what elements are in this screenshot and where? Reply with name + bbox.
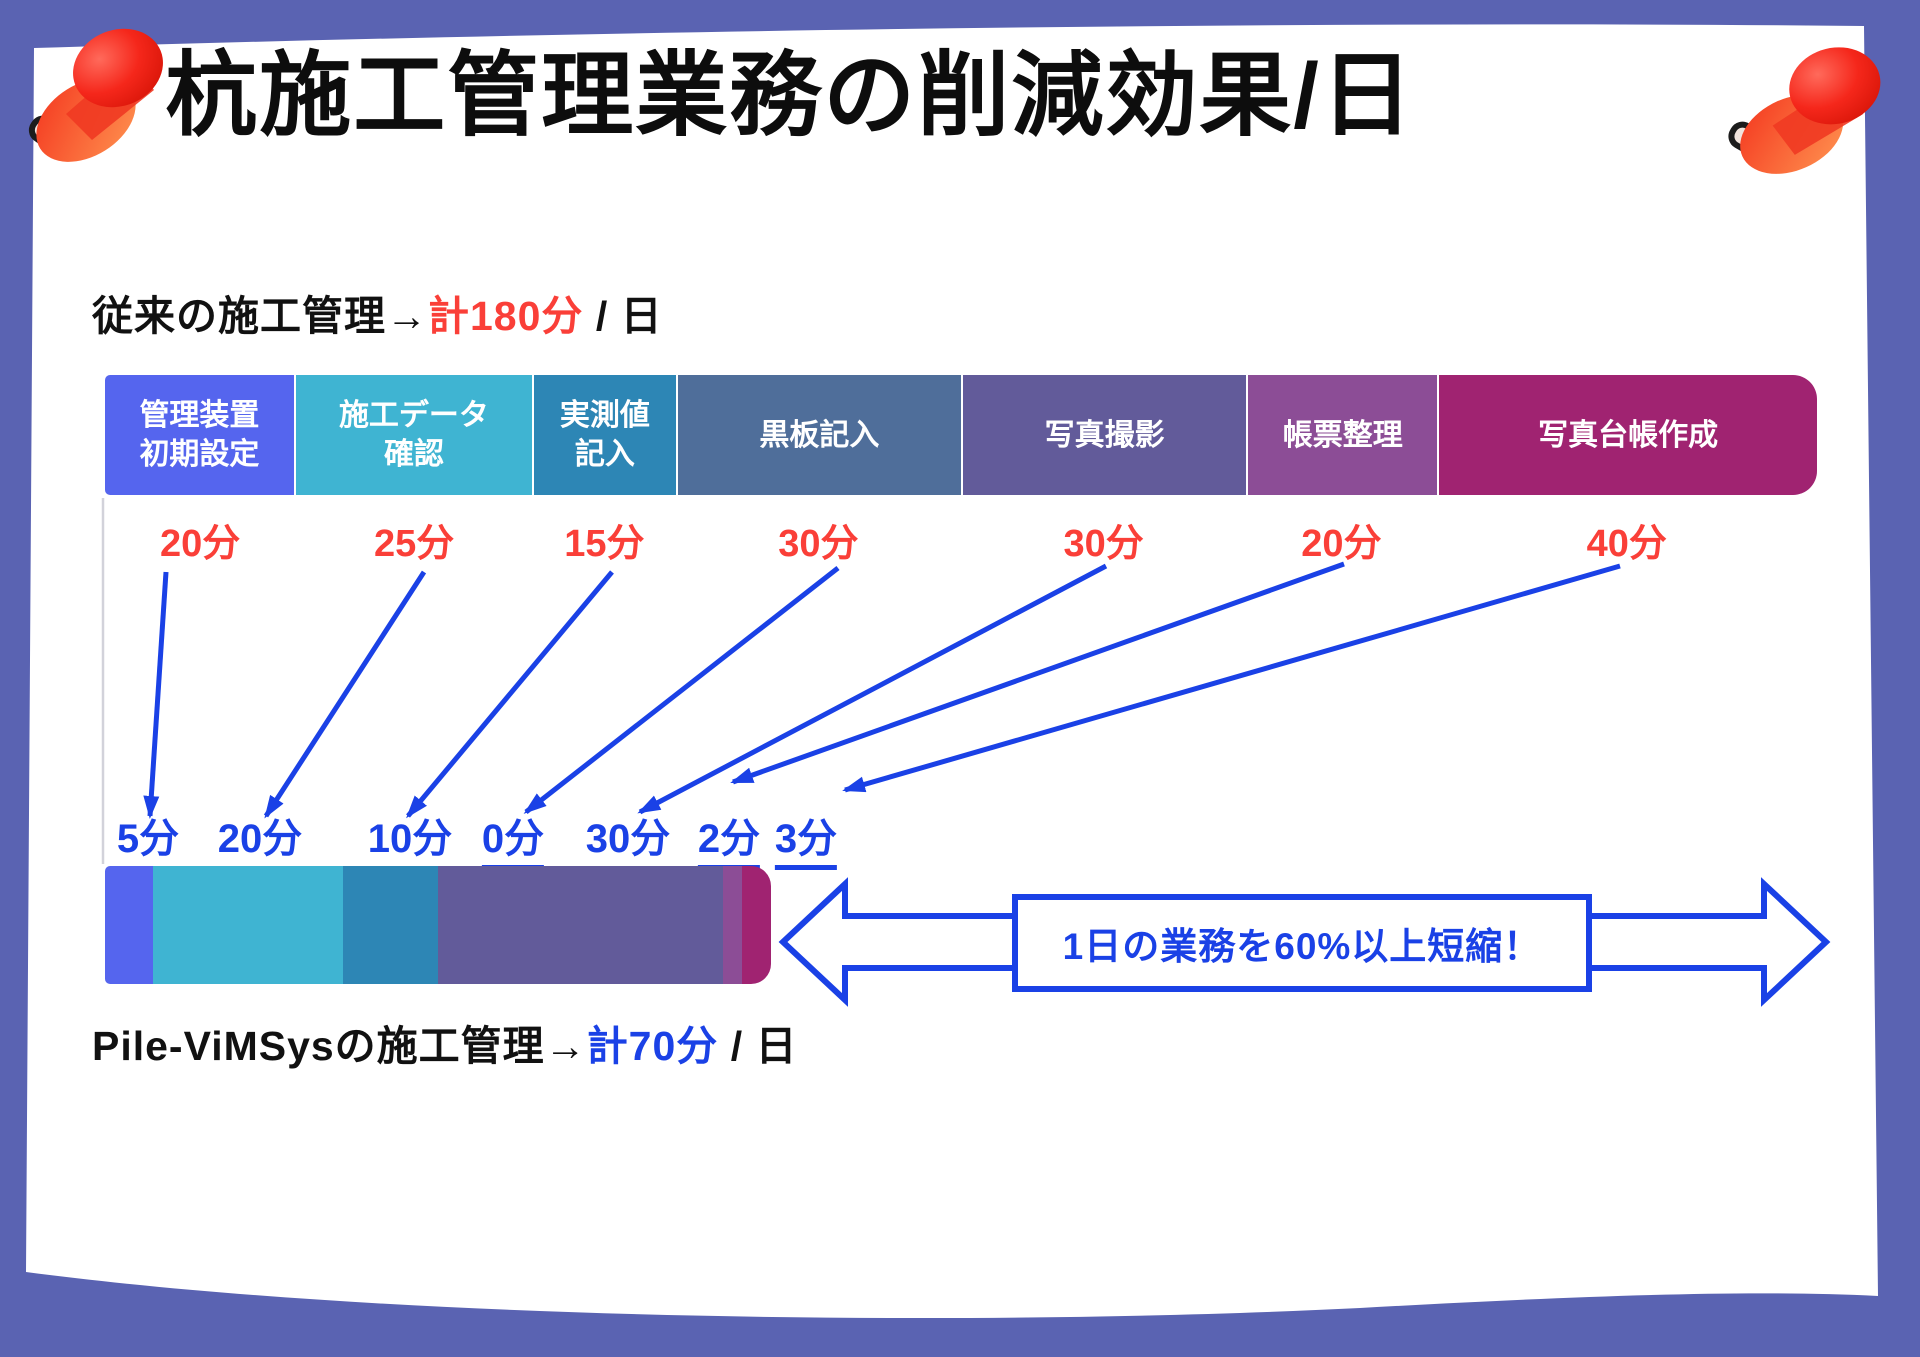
after-segment-2 xyxy=(342,866,438,984)
after-segment-0 xyxy=(105,866,153,984)
pushpin-icon xyxy=(1728,47,1881,174)
before-stacked-bar: 管理装置初期設定施工データ確認実測値記入黒板記入写真撮影帳票整理写真台帳作成 xyxy=(105,375,1817,495)
before-caption-suffix: / 日 xyxy=(583,293,663,339)
before-time-5: 20分 xyxy=(1301,523,1382,565)
task-label: 写真台帳作成 xyxy=(1538,418,1719,452)
after-caption: Pile-ViMSysの施工管理→計70分 / 日 xyxy=(92,1012,797,1072)
task-label: 管理装置 xyxy=(139,399,260,432)
before-time-2: 15分 xyxy=(564,523,645,565)
task-label: 黒板記入 xyxy=(759,418,880,452)
before-segment-3: 黒板記入 xyxy=(677,375,963,495)
task-label: 記入 xyxy=(574,438,635,471)
task-label: 実測値 xyxy=(559,399,650,432)
before-time-4: 30分 xyxy=(1063,523,1144,565)
before-total: 計180分 xyxy=(428,293,584,339)
before-segment-6: 写真台帳作成 xyxy=(1439,375,1817,495)
task-label: 帳票整理 xyxy=(1282,418,1403,452)
after-time-2: 10分 xyxy=(367,817,453,861)
task-label: 写真撮影 xyxy=(1044,418,1165,452)
reduction-banner-text: 1日の業務を60%以上短縮！ xyxy=(1062,926,1542,967)
before-caption-prefix: 従来の施工管理→ xyxy=(92,293,428,339)
after-time-1: 20分 xyxy=(217,817,303,861)
reduction-arrow-4 xyxy=(637,563,1108,815)
after-segment-5 xyxy=(723,866,743,984)
before-segment-0: 管理装置初期設定 xyxy=(105,375,296,495)
pushpin-icon xyxy=(28,28,163,162)
before-time-0: 20分 xyxy=(159,523,241,565)
after-total: 計70分 xyxy=(586,1023,719,1069)
after-segment-1 xyxy=(152,866,343,984)
reduction-arrow-5 xyxy=(730,561,1345,785)
before-time-3: 30分 xyxy=(778,523,859,565)
before-segment-2: 実測値記入 xyxy=(534,375,678,495)
reduction-arrow-1 xyxy=(263,570,427,819)
after-segment-4 xyxy=(437,866,724,984)
reduction-arrow-2 xyxy=(406,570,614,819)
task-label: 確認 xyxy=(383,438,444,471)
after-stacked-bar xyxy=(105,866,771,984)
task-label: 初期設定 xyxy=(139,438,260,471)
before-time-1: 25分 xyxy=(373,523,455,565)
task-label: 施工データ xyxy=(338,399,489,432)
before-segment-1: 施工データ確認 xyxy=(295,375,534,495)
before-times-row: 20分 25分 15分 30分 30分 20分 40分 xyxy=(0,512,1920,572)
after-time-4: 30分 xyxy=(585,817,671,861)
after-time-6: 3分 xyxy=(774,806,838,870)
reduction-banner: 1日の業務を60%以上短縮！ xyxy=(1012,894,1592,992)
page-title: 杭施工管理業務の削減効果/日 xyxy=(165,45,1415,147)
reduction-arrow-6 xyxy=(842,563,1621,793)
after-segment-6 xyxy=(742,866,771,984)
before-caption: 従来の施工管理→計180分 / 日 xyxy=(92,282,663,342)
after-time-0: 5分 xyxy=(116,817,180,861)
before-segment-4: 写真撮影 xyxy=(963,375,1249,495)
before-time-6: 40分 xyxy=(1586,523,1667,565)
reduction-arrow-0 xyxy=(143,571,169,819)
after-caption-suffix: / 日 xyxy=(718,1023,798,1069)
after-caption-prefix: Pile-ViMSysの施工管理→ xyxy=(92,1023,587,1069)
reduction-arrow-3 xyxy=(523,566,840,814)
before-segment-5: 帳票整理 xyxy=(1248,375,1440,495)
paper-card xyxy=(26,24,1878,1319)
